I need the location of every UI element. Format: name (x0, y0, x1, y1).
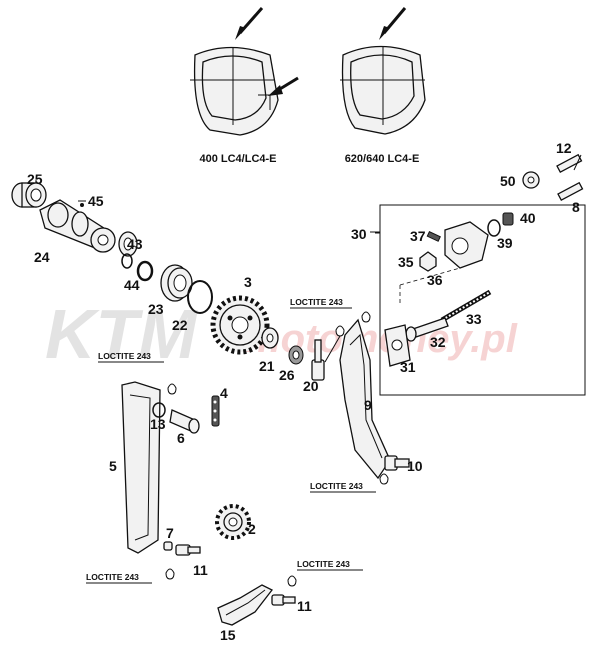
circlip-22 (187, 280, 213, 314)
needle-bearing-25 (11, 182, 47, 208)
loctite-drop-20 (335, 325, 345, 337)
loctite-drop-11-left (165, 568, 175, 580)
callout-8: 8 (572, 199, 580, 215)
callout-37: 37 (410, 228, 426, 244)
plunger-32 (405, 317, 449, 342)
callout-5: 5 (109, 458, 117, 474)
bearing-43 (118, 231, 138, 257)
variant-400-label: 400 LC4/LC4-E (199, 153, 276, 165)
tensioner-group-30-frame (375, 204, 586, 396)
decompression-part-45 (78, 200, 86, 207)
sprocket-2 (215, 504, 251, 540)
circlip-44 (121, 253, 133, 269)
callout-10: 10 (407, 458, 423, 474)
bolt-12 (556, 153, 583, 174)
loctite-label-bottom-left: LOCTITE 243 (86, 572, 139, 582)
loctite-drop-9 (361, 311, 371, 323)
pin-37 (426, 230, 441, 242)
variant-400-illustration (190, 7, 299, 136)
tensioner-body-36 (399, 221, 489, 305)
ring-23-left (136, 260, 154, 282)
loctite-label-bottom-right: LOCTITE 243 (297, 559, 350, 569)
loctite-drop-11-right (287, 575, 297, 587)
callout-26: 26 (279, 367, 295, 383)
callout-44: 44 (124, 277, 140, 293)
callout-21: 21 (259, 358, 275, 374)
variant-620-illustration (340, 7, 426, 135)
o-ring-13 (152, 402, 166, 418)
callout-13: 13 (150, 416, 166, 432)
variant-620-label: 620/640 LC4-E (345, 153, 420, 165)
callout-9: 9 (364, 397, 372, 413)
callout-40: 40 (520, 210, 536, 226)
callout-35: 35 (398, 254, 414, 270)
spring-33 (440, 289, 492, 323)
ball-bearing-23 (160, 264, 193, 302)
bush-7 (163, 541, 173, 551)
callout-50: 50 (500, 173, 516, 189)
callout-43: 43 (127, 236, 143, 252)
callout-15: 15 (220, 627, 236, 643)
loctite-label-mid: LOCTITE 243 (310, 481, 363, 491)
callout-31: 31 (400, 359, 416, 375)
callout-39: 39 (497, 235, 513, 251)
callout-32: 32 (430, 334, 446, 350)
bolt-20 (311, 339, 325, 381)
callout-2: 2 (248, 521, 256, 537)
watermark-brand: KTM (45, 295, 198, 373)
callout-4: 4 (220, 385, 228, 401)
clamp-50 (522, 171, 540, 189)
callout-30: 30 (351, 226, 367, 242)
callout-12: 12 (556, 140, 572, 156)
washer-26 (288, 345, 304, 365)
bolt-8 (557, 181, 584, 202)
loctite-label-left: LOCTITE 243 (98, 351, 151, 361)
guide-rail-5 (121, 381, 161, 554)
loctite-label-top: LOCTITE 243 (290, 297, 343, 307)
rail-bracket-4 (211, 395, 220, 427)
callout-33: 33 (466, 311, 482, 327)
pin-6 (169, 409, 200, 434)
bolt-10 (384, 455, 410, 471)
gasket-31 (384, 324, 411, 367)
bolt-11-right (271, 594, 296, 606)
camshaft-24 (39, 199, 116, 253)
sprocket-3 (210, 295, 270, 355)
callout-7: 7 (166, 525, 174, 541)
washer-21 (261, 327, 279, 349)
loctite-drop-10 (379, 473, 389, 485)
nut-35 (419, 251, 437, 272)
bolt-11-left (175, 544, 201, 556)
callout-25: 25 (27, 171, 43, 187)
callout-3: 3 (244, 274, 252, 290)
chain-guide-9 (339, 318, 391, 480)
callout-23: 23 (148, 301, 164, 317)
loctite-drop-6 (167, 383, 177, 395)
callout-6: 6 (177, 430, 185, 446)
callout-36: 36 (427, 272, 443, 288)
callout-45: 45 (88, 193, 104, 209)
callout-11-left: 11 (193, 562, 208, 578)
callout-24: 24 (34, 249, 50, 265)
fitting-40 (502, 212, 514, 226)
o-ring-39 (487, 219, 501, 237)
guide-15 (217, 584, 273, 626)
callout-22: 22 (172, 317, 188, 333)
callout-20: 20 (303, 378, 319, 394)
callout-11-right: 11 (297, 598, 312, 614)
